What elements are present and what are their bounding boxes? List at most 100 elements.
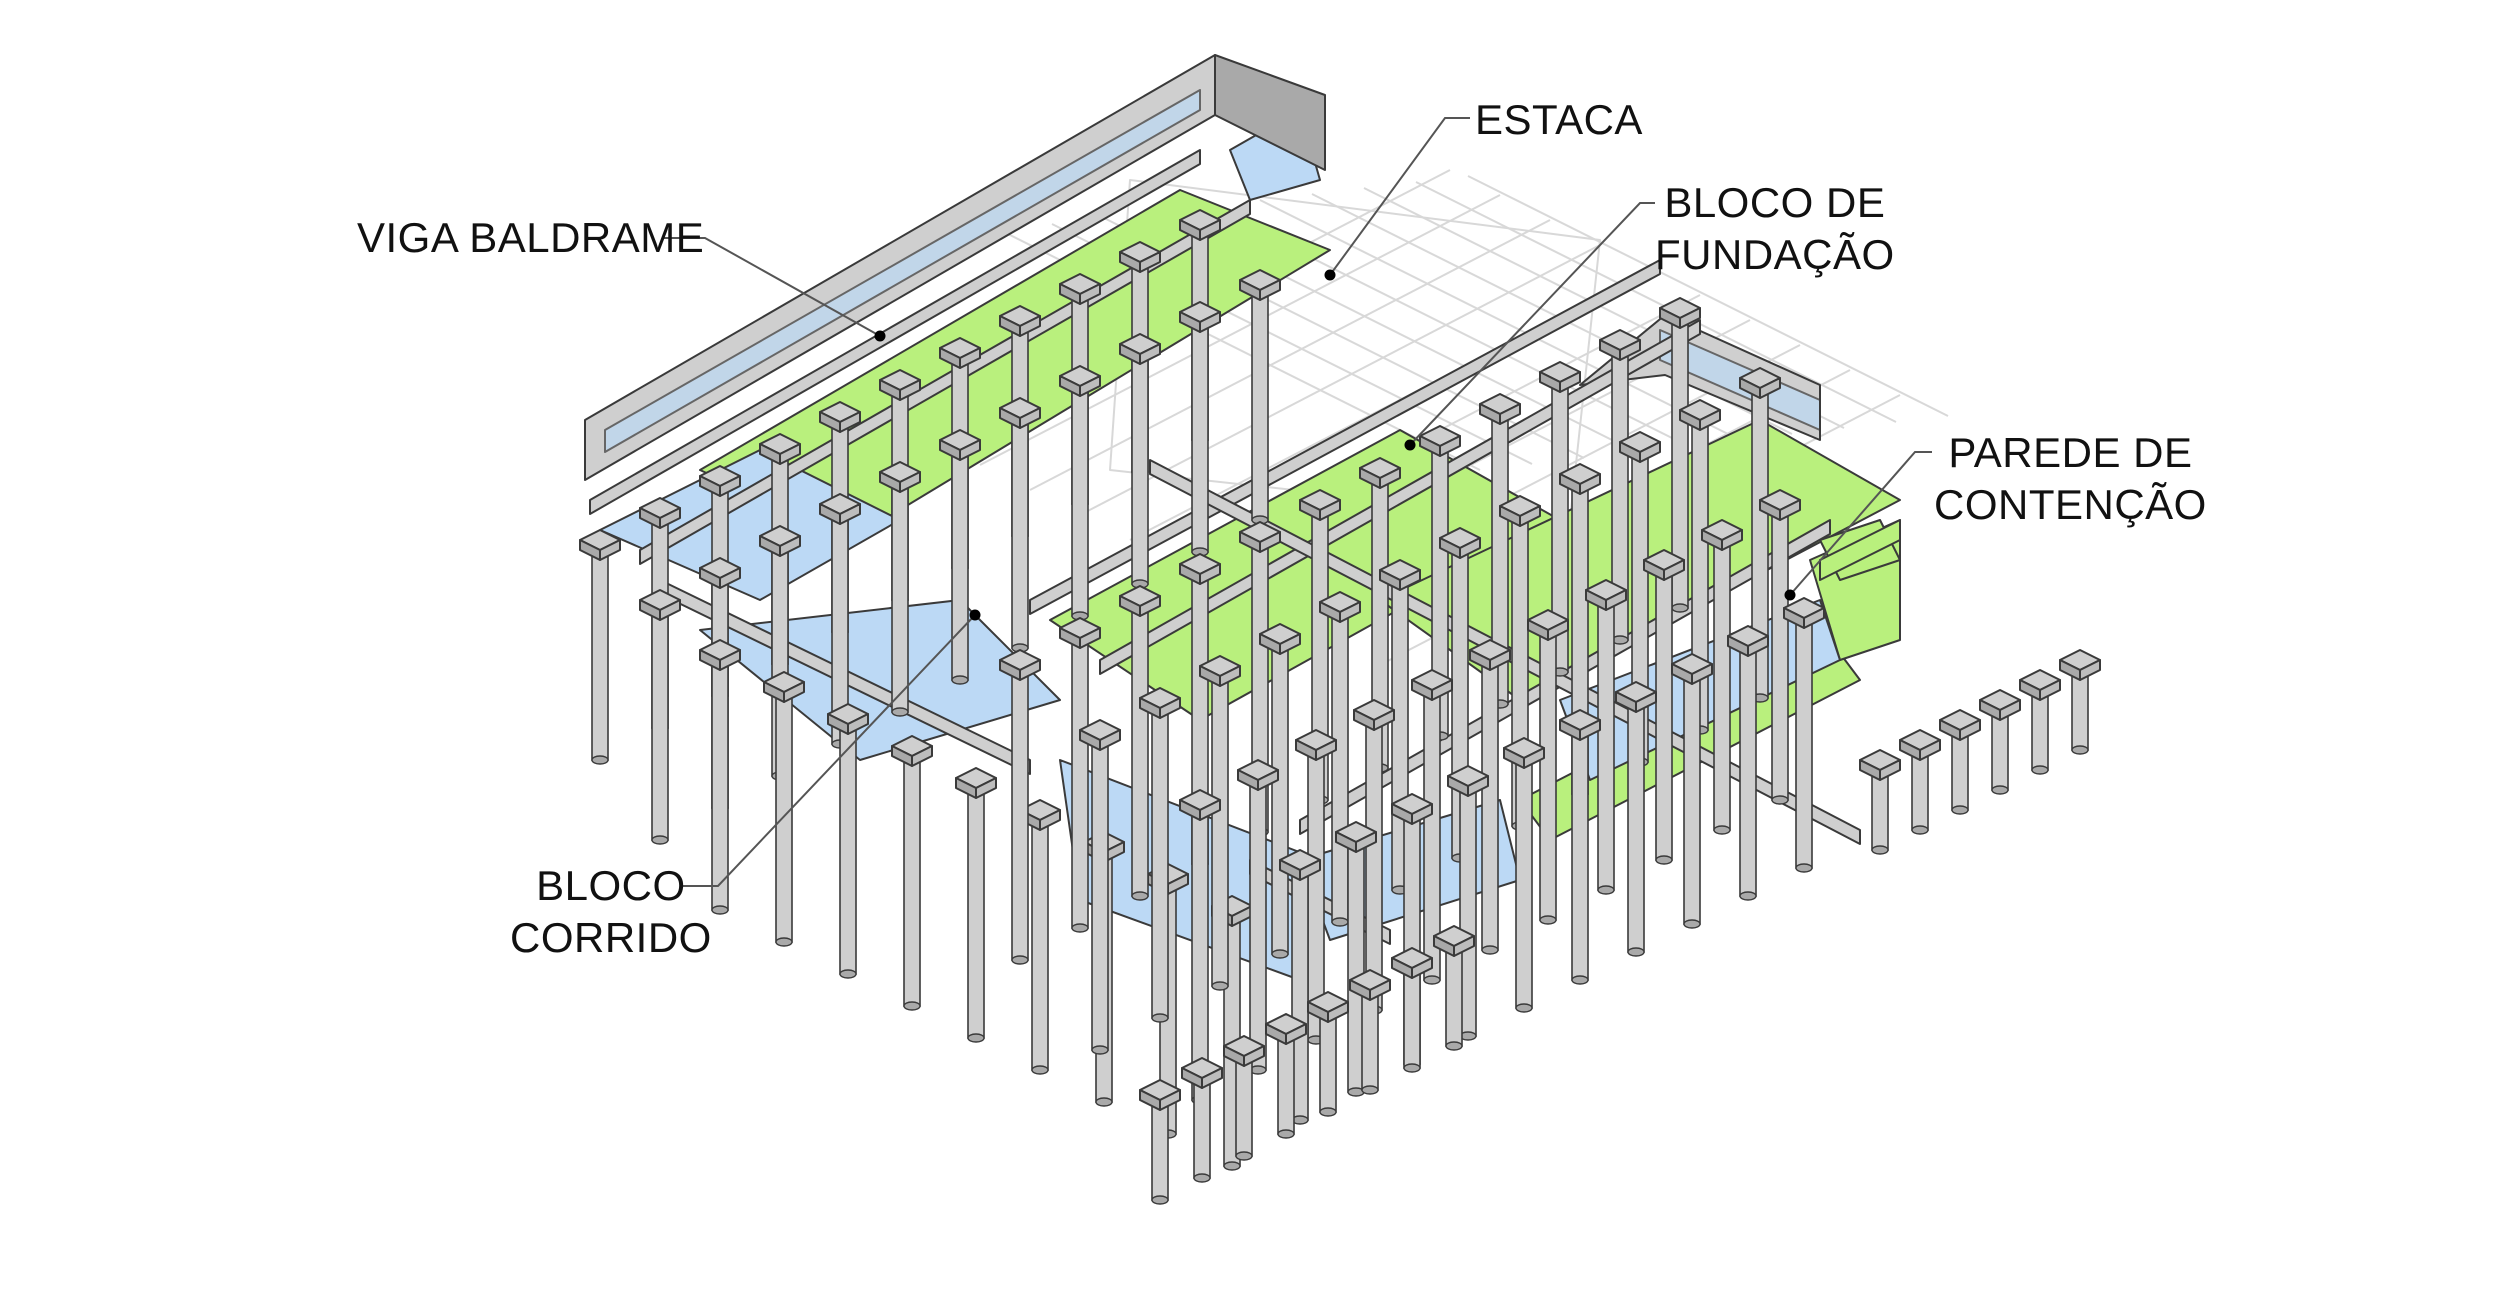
pile-shaft: [1131, 343, 1149, 585]
pile: [651, 599, 669, 845]
pile-shaft: [1713, 529, 1731, 831]
pile-cap-side: [1721, 529, 1743, 551]
pile-shaft: [951, 439, 969, 681]
pile-shaft: [1771, 499, 1789, 801]
pile: [1539, 619, 1557, 925]
ghost-beam: [979, 194, 1501, 466]
pile-tip: [1481, 945, 1499, 955]
pile-shaft: [1739, 635, 1757, 897]
pile-shaft: [1331, 601, 1349, 923]
retaining-wall-end: [1214, 54, 1326, 171]
pile-cap-side: [2039, 679, 2061, 701]
pile-shaft: [1627, 691, 1645, 953]
leader-dot: [1324, 269, 1336, 281]
pile: [1151, 1089, 1169, 1205]
leader-dot: [1404, 439, 1416, 451]
pile-cap-side: [839, 411, 861, 433]
pile: [775, 681, 793, 947]
pile-cap-side: [1699, 409, 1721, 431]
pile-tip: [1031, 1065, 1049, 1075]
ghost-beam: [1415, 181, 1897, 423]
pile-cap-side: [1079, 283, 1101, 305]
pile-cap-side: [1199, 799, 1221, 821]
pile-cap-side: [1439, 435, 1461, 457]
pile-tip: [1771, 795, 1789, 805]
pile-cap-side: [1327, 1001, 1349, 1023]
pile-shaft: [1481, 649, 1499, 951]
pile-cap-side: [1159, 697, 1181, 719]
pile: [1597, 589, 1615, 895]
pile-shaft: [1251, 279, 1269, 521]
label-bloco-corrido: BLOCO CORRIDO: [510, 862, 712, 961]
pile-tip: [1571, 975, 1589, 985]
pile-cap-side: [1019, 659, 1041, 681]
leader-line: [682, 614, 976, 887]
pile-tip: [1235, 1151, 1253, 1161]
pile-cap-side: [1499, 403, 1521, 425]
leader-line: [662, 237, 881, 337]
pile-tip: [1627, 947, 1645, 957]
pile-cap-side: [1467, 775, 1489, 797]
pile: [1271, 633, 1289, 959]
pile-tip: [1319, 1107, 1337, 1117]
pile-cap-side: [1199, 219, 1221, 241]
pile-tip: [1151, 1195, 1169, 1205]
pile-shaft: [1365, 709, 1383, 1011]
pile-cap-side: [1663, 559, 1685, 581]
pile: [1211, 665, 1229, 991]
pile-tip: [951, 675, 969, 685]
pile-tip: [1011, 955, 1029, 965]
pile-tip: [839, 969, 857, 979]
pile-tip: [1597, 885, 1615, 895]
pile: [891, 471, 909, 717]
pile-tip: [1151, 1013, 1169, 1023]
pile-tip: [1951, 805, 1969, 815]
pile-cap-side: [1919, 739, 1941, 761]
pile-tip: [1423, 975, 1441, 985]
pile-shaft: [591, 539, 609, 761]
pile-cap-side: [1259, 279, 1281, 301]
pile-tip: [1991, 785, 2009, 795]
pile-tip: [775, 937, 793, 947]
pile-cap-side: [1759, 377, 1781, 399]
pile-cap-side: [1411, 957, 1433, 979]
pile: [903, 745, 921, 1011]
pile-cap-side: [1319, 499, 1341, 521]
pile-cap-side: [899, 379, 921, 401]
pile-cap-side: [1259, 531, 1281, 553]
pile: [1011, 659, 1029, 965]
pile-shaft: [1795, 607, 1813, 869]
pile: [1911, 739, 1929, 835]
pile: [1251, 279, 1269, 525]
pile-cap-side: [1547, 619, 1569, 641]
pile-shaft: [967, 777, 985, 1039]
pile: [1091, 729, 1109, 1055]
pile-shaft: [1011, 659, 1029, 961]
pile-cap-side: [1691, 663, 1713, 685]
pile: [1249, 769, 1267, 1075]
pile: [1277, 1023, 1295, 1139]
pile-shaft: [651, 599, 669, 841]
pile-shaft: [903, 745, 921, 1007]
pile-tip: [1193, 1173, 1211, 1183]
pile-tip: [1655, 855, 1673, 865]
pile-shaft: [1031, 809, 1049, 1071]
pile-cap-side: [899, 471, 921, 493]
pile-shaft: [1597, 589, 1615, 891]
pile-cap-side: [1079, 375, 1101, 397]
pile-cap-side: [779, 443, 801, 465]
pile-cap-side: [1279, 633, 1301, 655]
pile-cap-side: [1379, 467, 1401, 489]
pile: [711, 649, 729, 915]
pile-cap-side: [1399, 569, 1421, 591]
ghost-beam: [1467, 175, 1949, 417]
pile: [967, 777, 985, 1043]
pile-tip: [591, 755, 609, 765]
grade-beam: [589, 149, 1201, 515]
pile-shaft: [711, 649, 729, 911]
pile-cap-side: [659, 507, 681, 529]
pile-cap-side: [779, 535, 801, 557]
pile-tip: [1071, 923, 1089, 933]
